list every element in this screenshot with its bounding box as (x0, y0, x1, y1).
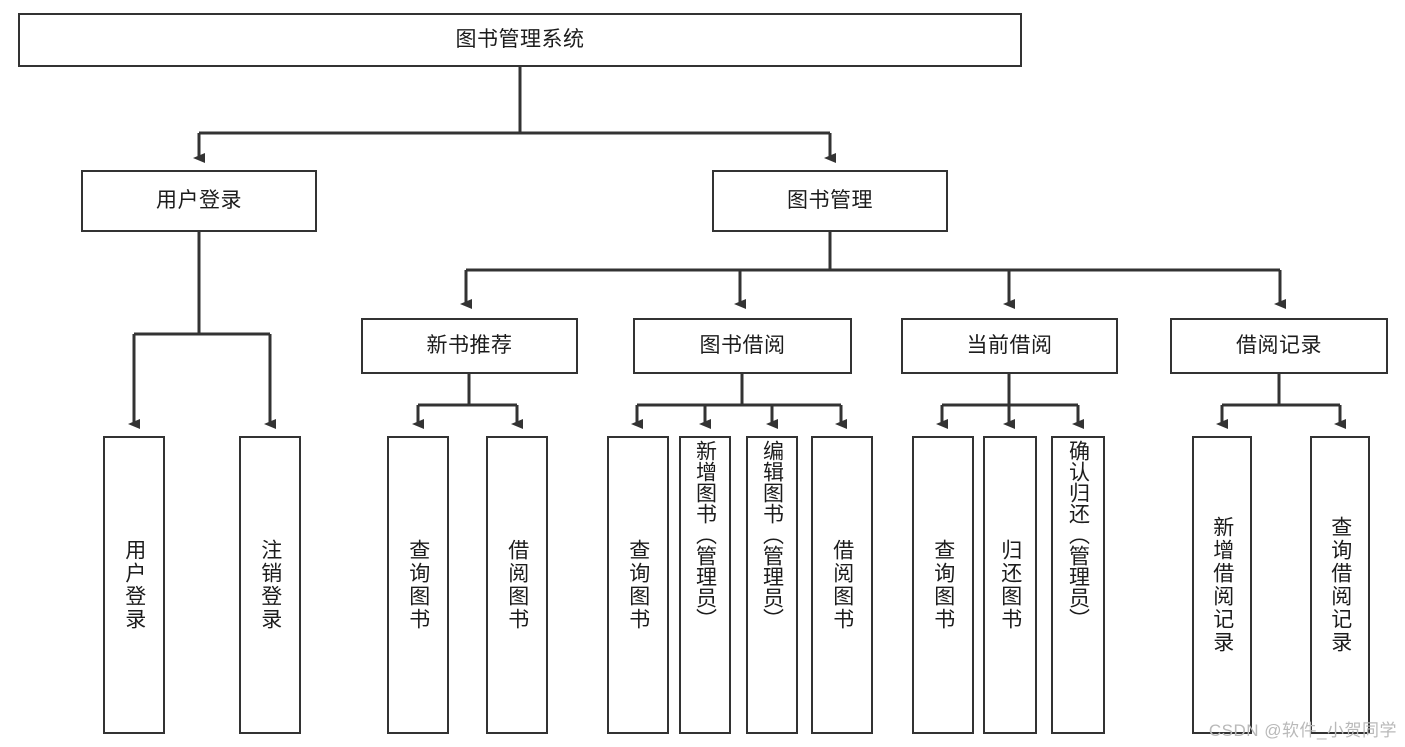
leaf-add-book-admin-label: 新增图书（管理员） (693, 440, 717, 629)
leaf-user-login[interactable]: 用户登录 (103, 436, 165, 734)
node-user-login-label: 用户登录 (156, 188, 242, 212)
node-current-borrow-label: 当前借阅 (966, 333, 1053, 357)
leaf-user-login-label: 用户登录 (122, 539, 146, 631)
node-user-login[interactable]: 用户登录 (81, 170, 317, 232)
leaf-borrow-book-label: 借阅图书 (830, 539, 854, 631)
leaf-query-borrow-record[interactable]: 查询借阅记录 (1310, 436, 1370, 734)
node-book-management[interactable]: 图书管理 (712, 170, 948, 232)
leaf-add-borrow-record[interactable]: 新增借阅记录 (1192, 436, 1252, 734)
leaf-confirm-return-admin[interactable]: 确认归还（管理员） (1051, 436, 1105, 734)
leaf-query-book-current[interactable]: 查询图书 (912, 436, 974, 734)
leaf-query-book-borrow[interactable]: 查询图书 (607, 436, 669, 734)
leaf-return-book-label: 归还图书 (998, 539, 1022, 631)
leaf-query-book-recommend-label: 查询图书 (406, 539, 430, 631)
leaf-query-book-current-label: 查询图书 (931, 539, 955, 631)
node-root-label: 图书管理系统 (455, 27, 585, 51)
leaf-query-borrow-record-label: 查询借阅记录 (1328, 516, 1352, 654)
watermark: CSDN @软件_小贺同学 (1208, 721, 1397, 740)
leaf-borrow-book-recommend-label: 借阅图书 (505, 539, 529, 631)
leaf-confirm-return-admin-label: 确认归还（管理员） (1066, 440, 1090, 629)
node-book-management-label: 图书管理 (787, 188, 873, 212)
leaf-return-book[interactable]: 归还图书 (983, 436, 1037, 734)
node-new-book-recommend-label: 新书推荐 (426, 333, 513, 357)
leaf-add-book-admin[interactable]: 新增图书（管理员） (679, 436, 731, 734)
leaf-query-book-borrow-label: 查询图书 (626, 539, 650, 631)
leaf-borrow-book-recommend[interactable]: 借阅图书 (486, 436, 548, 734)
leaf-borrow-book[interactable]: 借阅图书 (811, 436, 873, 734)
node-new-book-recommend[interactable]: 新书推荐 (361, 318, 578, 374)
node-book-borrow[interactable]: 图书借阅 (633, 318, 852, 374)
node-borrow-record[interactable]: 借阅记录 (1170, 318, 1388, 374)
node-borrow-record-label: 借阅记录 (1236, 333, 1322, 357)
node-root[interactable]: 图书管理系统 (18, 13, 1022, 67)
leaf-edit-book-admin[interactable]: 编辑图书（管理员） (746, 436, 798, 734)
leaf-edit-book-admin-label: 编辑图书（管理员） (760, 440, 784, 629)
leaf-query-book-recommend[interactable]: 查询图书 (387, 436, 449, 734)
leaf-add-borrow-record-label: 新增借阅记录 (1210, 516, 1234, 654)
leaf-logout[interactable]: 注销登录 (239, 436, 301, 734)
leaf-logout-label: 注销登录 (258, 539, 282, 631)
node-current-borrow[interactable]: 当前借阅 (901, 318, 1118, 374)
node-book-borrow-label: 图书借阅 (699, 333, 786, 357)
